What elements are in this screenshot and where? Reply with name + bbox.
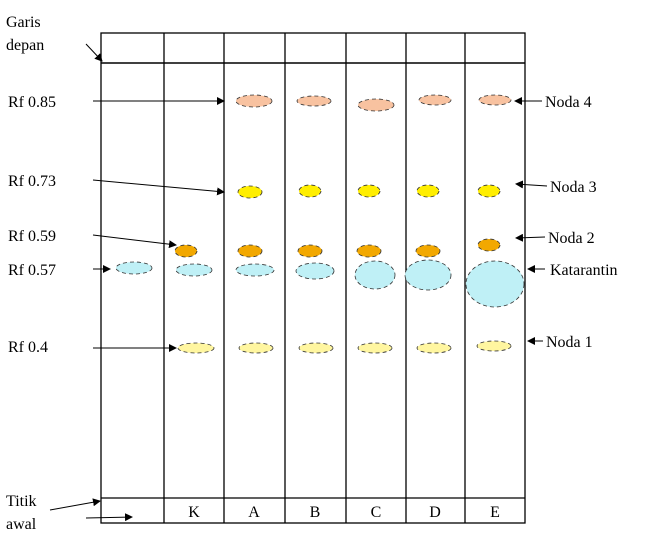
noda2-spot xyxy=(356,244,382,258)
noda1-spot xyxy=(476,340,512,352)
garis-depan-label-line2: depan xyxy=(6,37,44,54)
noda3-spot xyxy=(477,184,501,198)
noda1-spot xyxy=(416,342,452,354)
noda1-spot xyxy=(238,342,274,354)
noda1-spot xyxy=(357,342,393,354)
noda1-label: Noda 1 xyxy=(546,334,593,351)
rf-label-059: Rf 0.59 xyxy=(8,228,56,245)
noda2-arrow xyxy=(515,233,546,242)
katarantin-spot xyxy=(235,263,275,277)
noda2-spot xyxy=(415,244,441,258)
noda4-spot xyxy=(296,95,332,107)
noda4-spot xyxy=(418,94,452,106)
katarantin-spot xyxy=(115,261,153,275)
lane-label-k: K xyxy=(188,504,200,521)
titik-awal-arrow-1 xyxy=(49,498,101,511)
katarantin-label: Katarantin xyxy=(550,262,618,279)
katarantin-spot xyxy=(465,260,525,308)
lane-label-b: B xyxy=(310,504,321,521)
garis-depan-label-line1: Garis xyxy=(6,14,41,31)
garis-depan-arrow xyxy=(85,43,103,62)
noda3-label: Noda 3 xyxy=(550,179,597,196)
rf-label-073: Rf 0.73 xyxy=(8,173,56,190)
noda2-spot xyxy=(297,244,323,258)
titik-awal-label-line2: awal xyxy=(6,516,37,533)
katarantin-spot xyxy=(404,259,452,291)
rf-059-arrow xyxy=(92,234,177,249)
noda4-spot xyxy=(478,94,512,106)
noda2-spot xyxy=(477,238,501,252)
noda3-spot xyxy=(237,185,263,199)
noda3-spot xyxy=(357,184,381,198)
noda2-spot xyxy=(237,244,263,258)
noda2-spot xyxy=(174,244,198,258)
noda1-spot xyxy=(298,342,334,354)
katarantin-spot xyxy=(354,260,396,290)
titik-awal-label-line1: Titik xyxy=(6,493,37,510)
katarantin-spot xyxy=(295,262,335,280)
noda4-label: Noda 4 xyxy=(545,94,592,111)
noda3-spot xyxy=(416,184,440,198)
plate-outline xyxy=(100,32,526,524)
noda3-spot xyxy=(298,184,322,198)
noda3-arrow xyxy=(515,180,548,189)
lane-label-e: E xyxy=(490,504,500,521)
rf-label-04: Rf 0.4 xyxy=(8,339,48,356)
katarantin-spot xyxy=(175,263,213,277)
lane-label-c: C xyxy=(371,504,382,521)
rf-073-arrow xyxy=(92,179,225,196)
noda1-spot xyxy=(177,342,215,354)
titik-awal-arrow-2 xyxy=(85,513,133,522)
lane-label-d: D xyxy=(429,504,441,521)
noda4-spot xyxy=(235,94,273,108)
lane-label-a: A xyxy=(248,504,260,521)
rf-label-057: Rf 0.57 xyxy=(8,262,56,279)
rf-label-085: Rf 0.85 xyxy=(8,94,56,111)
noda2-label: Noda 2 xyxy=(548,230,595,247)
noda4-spot xyxy=(357,98,395,112)
